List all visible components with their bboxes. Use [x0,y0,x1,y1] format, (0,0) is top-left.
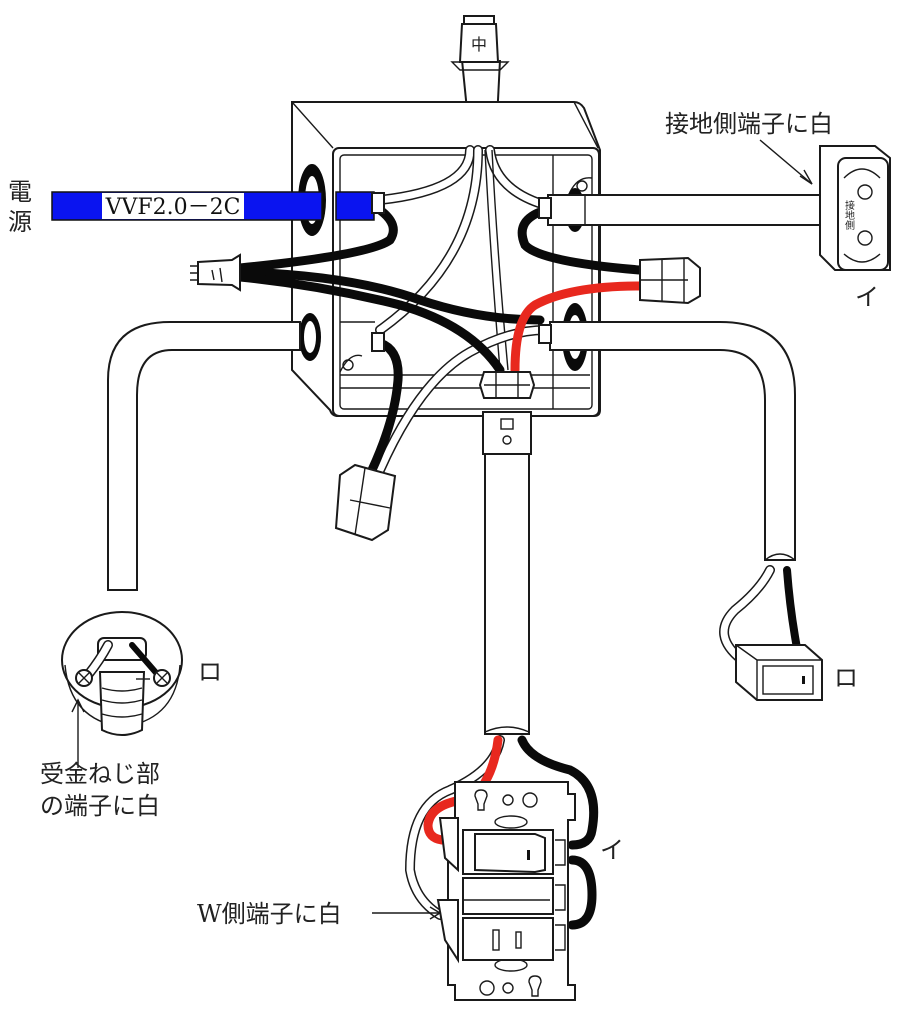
lamp-note-line1: 受金ねじ部 [40,760,160,788]
lamp-cable [107,321,301,591]
lamp-label: ロ [198,658,222,686]
pilot-cable [549,321,796,561]
power-source-label-1: 電 [8,178,32,206]
outlet-module [462,917,554,961]
source-cable-label: VVF2.0－2C [105,195,241,220]
outlet-label: イ [855,283,879,311]
top-cable: 中 [450,15,510,151]
lamp-receptacle: ロ 受金ねじ部 の端子に白 [40,611,222,820]
blank-module [462,877,554,915]
w-side-note: W側端子に白 [197,900,342,928]
lamp-note-line2: の端子に白 [40,792,160,820]
box-wires [235,145,645,475]
pilot-light: ロ [719,565,858,701]
outlet-device: 接地側 接地側端子に白 イ [665,110,891,311]
switch-plate: W側端子に白 イ [197,735,624,1001]
connector-left [190,253,241,292]
power-source-label-2: 源 [8,208,32,236]
connector-right [639,256,701,305]
connector-bottom [334,463,397,542]
ground-side-note: 接地側端子に白 [665,110,833,138]
pilot-label: ロ [834,664,858,692]
switch-label: イ [600,836,624,864]
outlet-ground-mark: 接地側 [843,199,855,230]
outlet-cable [547,194,821,226]
source-cable: VVF2.0－2C 電 源 [8,178,375,236]
top-connector-label: 中 [471,35,487,54]
switch-cable [482,411,532,735]
